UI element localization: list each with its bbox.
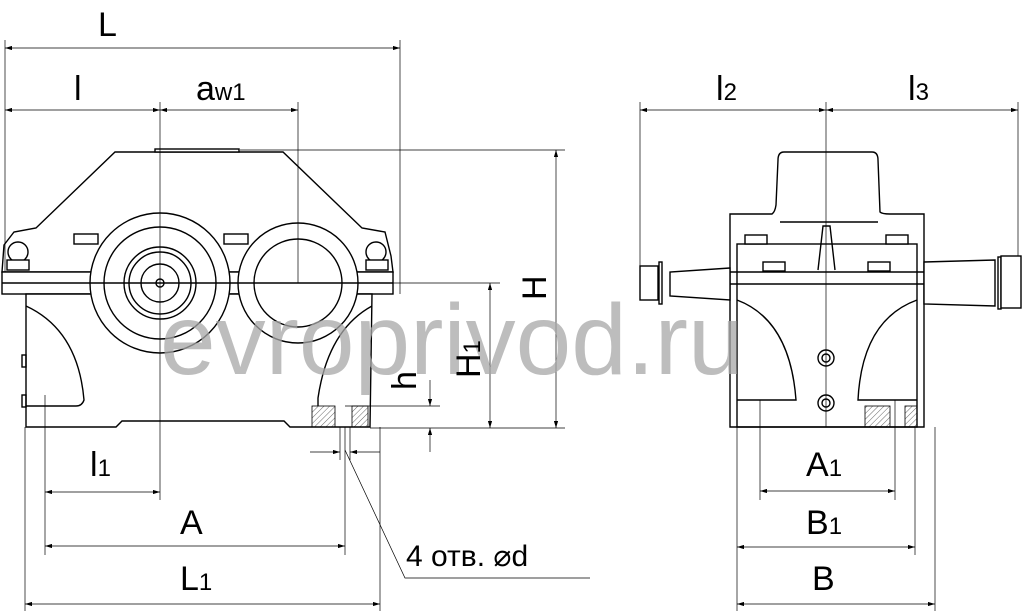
label-aw1: aw1 xyxy=(196,70,246,108)
holes-note: 4 отв. ⌀d xyxy=(406,540,528,573)
bolt-icon xyxy=(223,233,249,245)
dimension-labels: L l aw1 l2 l3 H H1 h l1 A L1 A1 B1 B 4 о… xyxy=(74,6,929,598)
bolt-icon xyxy=(744,234,768,245)
front-lug xyxy=(21,394,27,408)
extension-lines xyxy=(4,40,1019,611)
label-A: A xyxy=(180,504,203,542)
watermark: evroprivod.ru xyxy=(160,284,744,396)
front-lug xyxy=(21,354,27,368)
side-rib-right xyxy=(857,299,918,401)
holes-leader-line xyxy=(344,449,590,579)
label-B1: B1 xyxy=(806,504,842,542)
label-L: L xyxy=(98,6,117,44)
label-l2: l2 xyxy=(716,70,737,108)
side-rib-left xyxy=(736,299,797,401)
label-l3: l3 xyxy=(908,70,929,108)
front-top-plate xyxy=(154,148,240,153)
section-hatch xyxy=(351,405,369,428)
bolt-icon xyxy=(73,233,99,245)
label-h: h xyxy=(386,371,424,390)
nut-icon xyxy=(1000,255,1022,309)
label-l: l xyxy=(74,70,82,108)
label-A1: A1 xyxy=(806,446,842,484)
bolt-icon xyxy=(6,259,30,271)
dimension-lines xyxy=(5,45,1018,607)
label-B: B xyxy=(812,560,835,598)
lifting-eye xyxy=(365,241,387,263)
bolt-icon xyxy=(762,261,786,272)
label-H: H xyxy=(516,275,554,300)
lifting-eye xyxy=(7,241,29,263)
front-rib-right xyxy=(317,305,373,406)
label-L1: L1 xyxy=(180,560,212,598)
label-l1: l1 xyxy=(90,446,111,484)
side-view xyxy=(639,151,1022,428)
output-shaft-side xyxy=(923,259,996,307)
label-H1: H1 xyxy=(450,340,488,378)
side-cover xyxy=(729,151,925,428)
section-hatch xyxy=(311,405,336,428)
front-rib-left xyxy=(25,305,85,407)
nut-icon xyxy=(639,265,659,301)
bolt-icon xyxy=(365,259,389,271)
bolt-icon xyxy=(867,261,891,272)
input-shaft-side xyxy=(669,267,731,301)
bolt-icon xyxy=(885,234,909,245)
